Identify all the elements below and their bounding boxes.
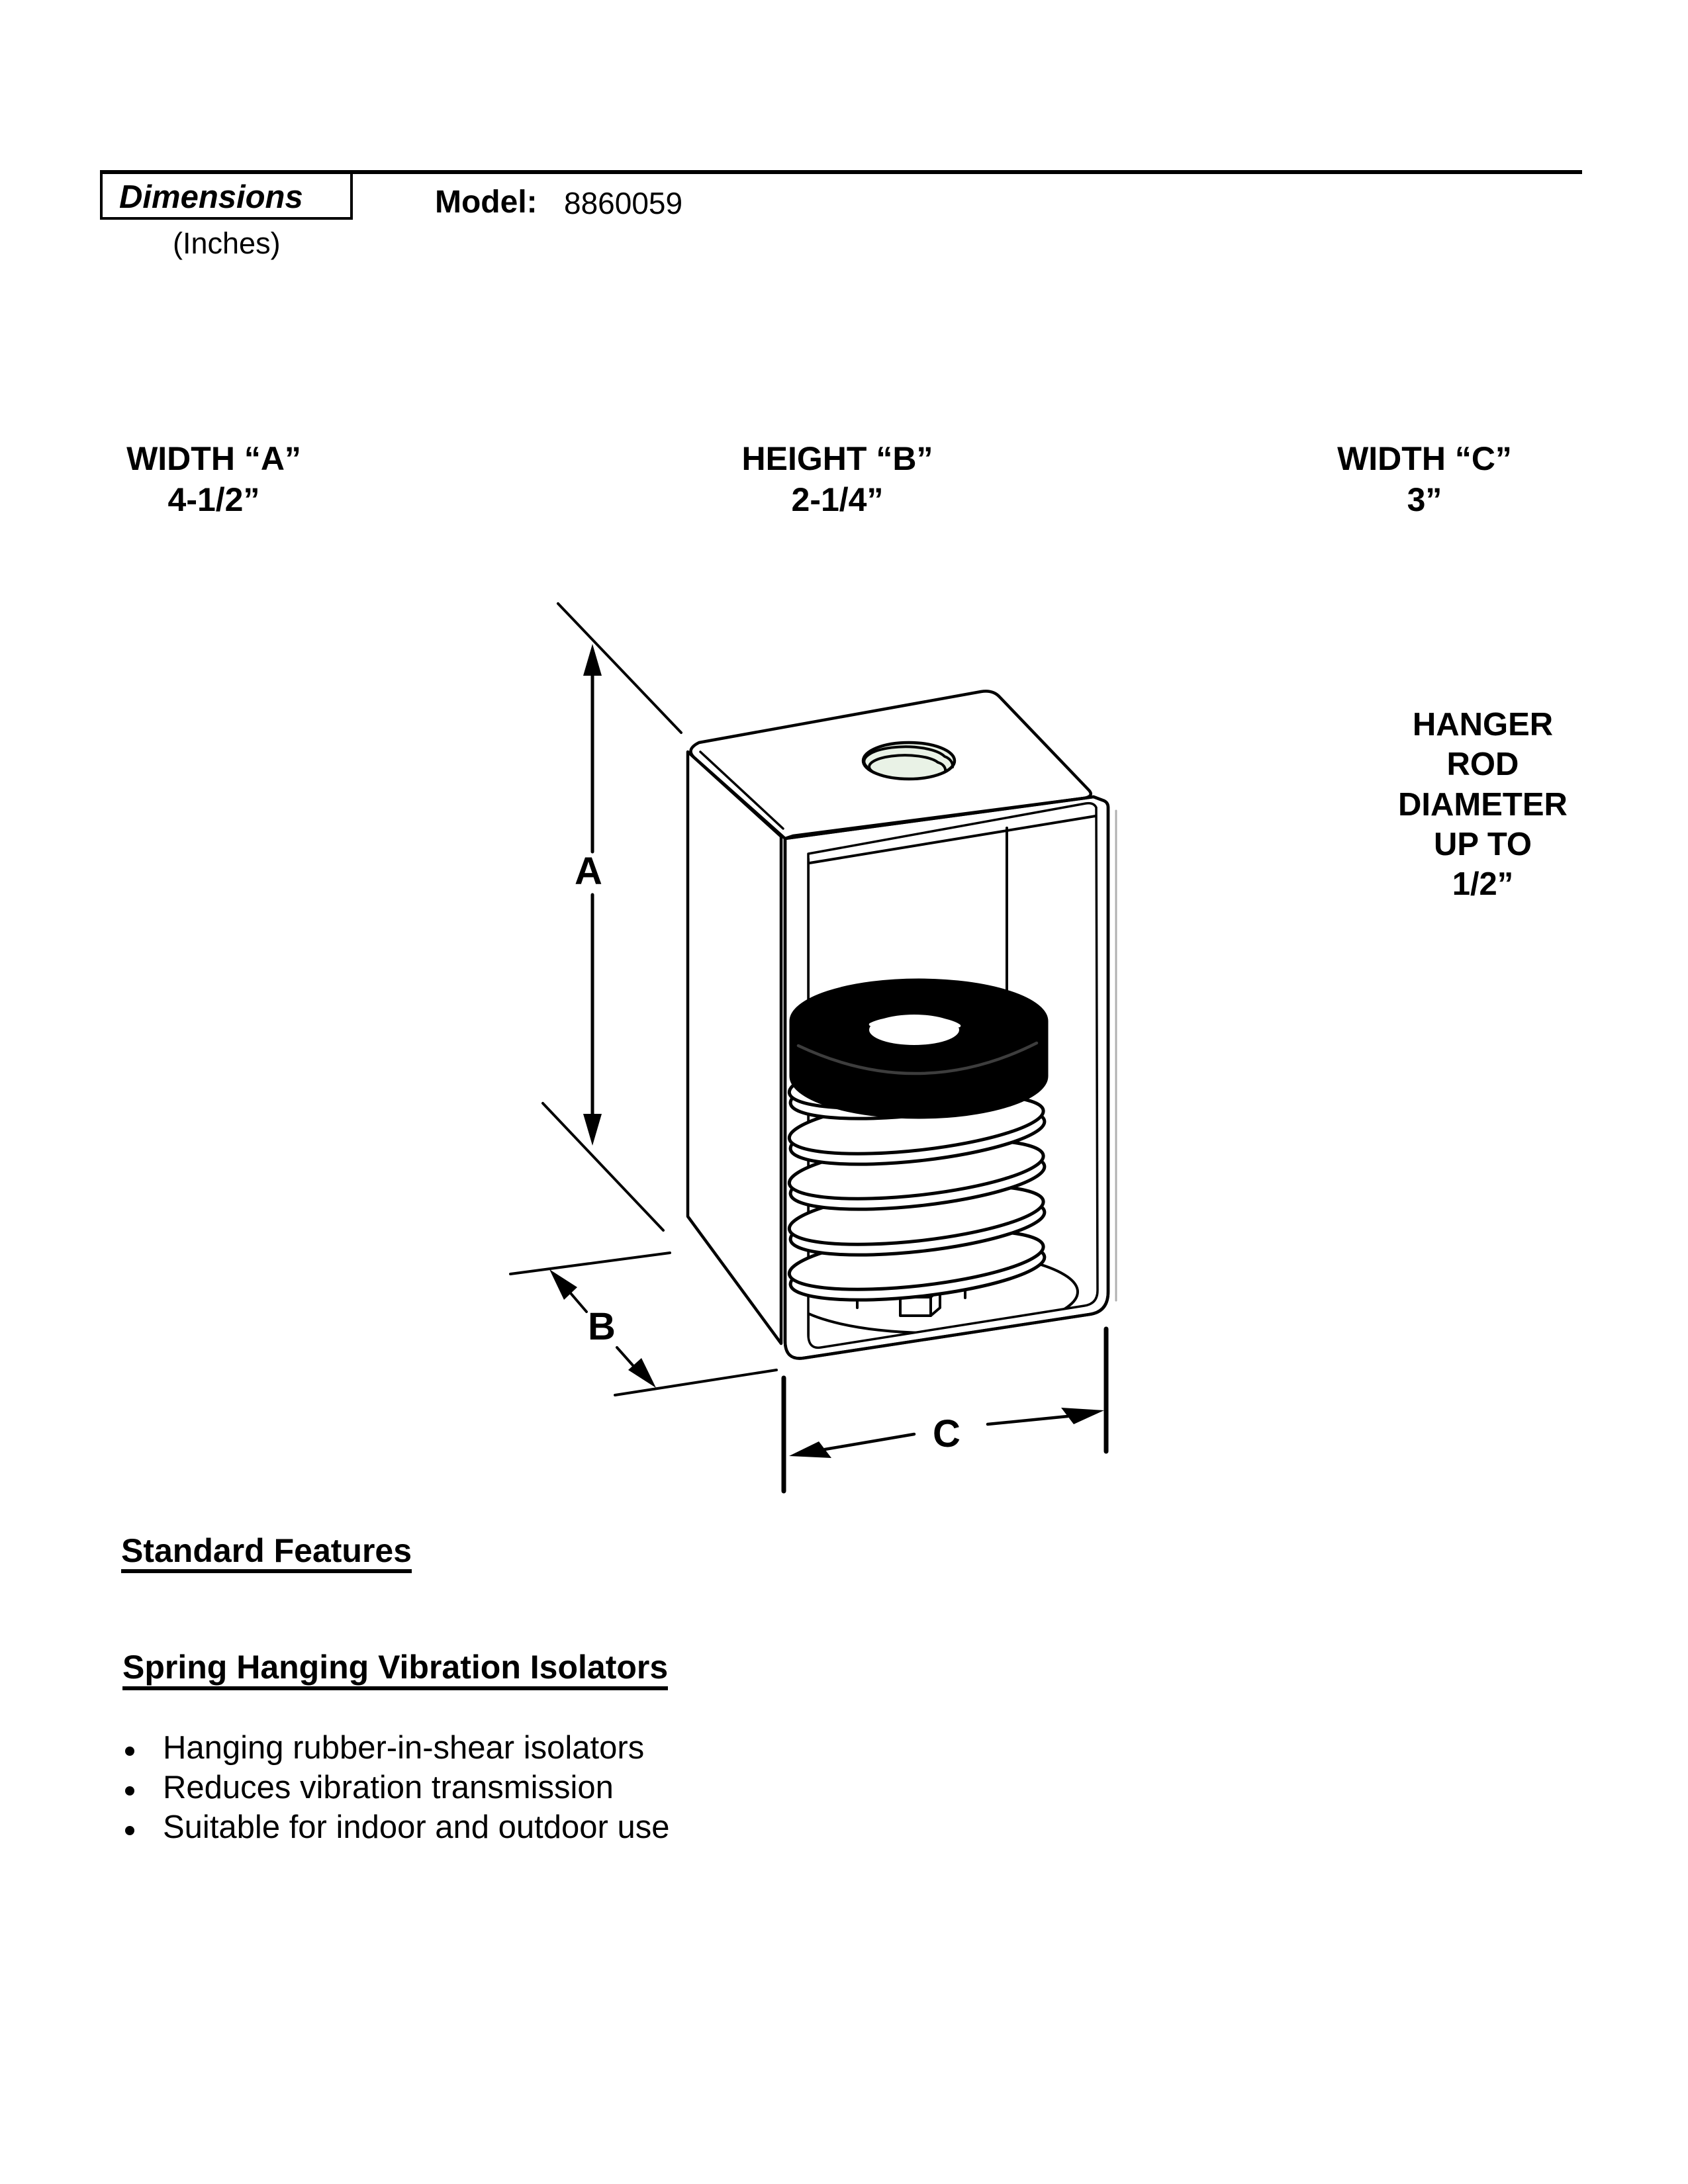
svg-text:C: C (933, 1412, 961, 1455)
svg-text:A: A (575, 850, 602, 893)
svg-text:B: B (588, 1305, 616, 1348)
